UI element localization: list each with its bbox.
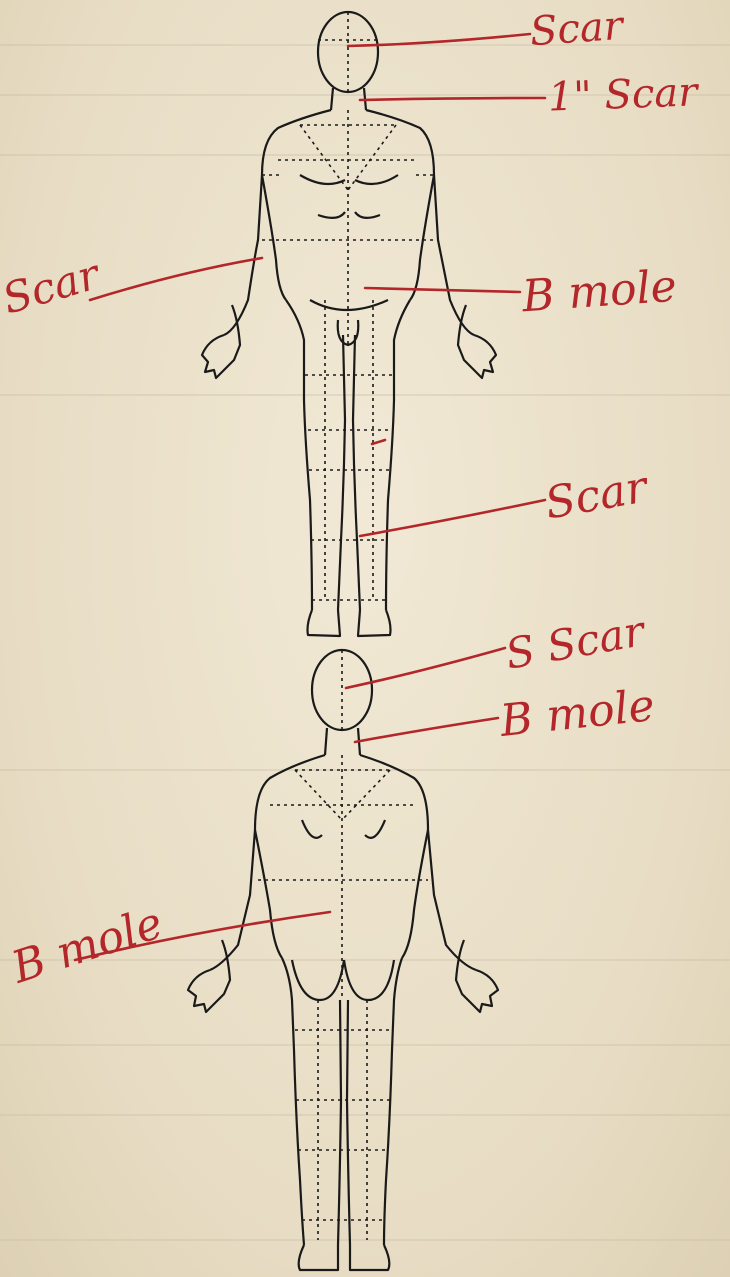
leader-back-head-scar: [346, 648, 505, 688]
chin-scar-label: 1" Scar: [547, 69, 698, 120]
groin-mole-label: B mole: [520, 261, 678, 323]
leader-knee-mark: [372, 440, 385, 444]
leader-head-scar: [348, 34, 530, 46]
head-scar-label: Scar: [529, 3, 625, 55]
leader-neck-mole: [355, 718, 498, 742]
leader-shin-scar: [360, 500, 545, 536]
leader-arm-scar: [90, 258, 262, 300]
leader-chin-scar: [360, 98, 545, 100]
leader-groin-mole: [365, 288, 520, 292]
